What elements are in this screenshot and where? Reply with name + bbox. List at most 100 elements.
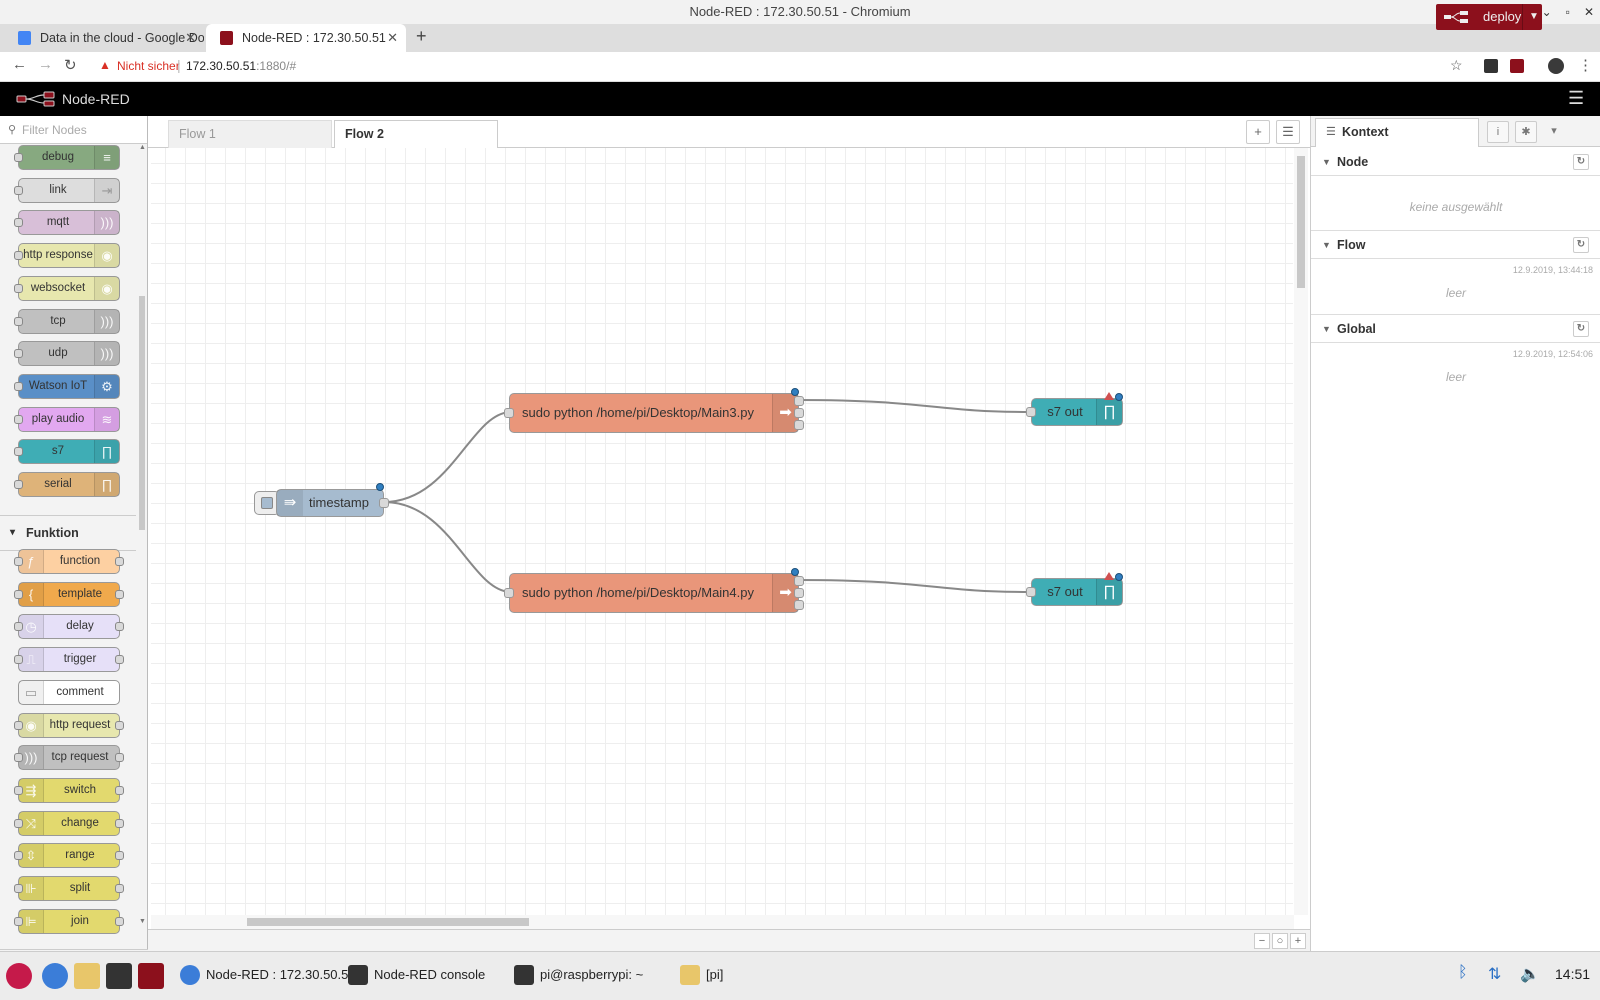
browser-tab-node-red[interactable]: Node-RED : 172.30.50.51 ✕ — [206, 24, 406, 52]
exec-node-main3[interactable]: sudo python /home/pi/Desktop/Main3.py ➡ — [504, 388, 804, 433]
close-tab-icon[interactable]: ✕ — [185, 30, 196, 45]
palette-node-serial[interactable]: serial∏ — [14, 472, 120, 497]
volume-icon[interactable]: 🔈 — [1520, 966, 1540, 983]
input-port[interactable] — [1026, 587, 1036, 597]
deploy-button[interactable]: deploy ▼ — [1436, 4, 1542, 30]
browser-menu-icon[interactable]: ⋮ — [1578, 57, 1593, 74]
zoom-reset-icon[interactable]: ○ — [1272, 933, 1288, 949]
task-terminal[interactable]: pi@raspberrypi: ~ — [514, 960, 643, 990]
exec-node-main4[interactable]: sudo python /home/pi/Desktop/Main4.py ➡ — [504, 568, 804, 613]
close-window-button[interactable]: ✕ — [1583, 5, 1594, 19]
palette-scroll-thumb[interactable] — [139, 296, 145, 530]
terminal-icon[interactable] — [106, 963, 132, 989]
bluetooth-icon[interactable]: ᛒ — [1458, 964, 1468, 981]
new-tab-button[interactable]: + — [416, 26, 427, 46]
horizontal-scroll-thumb[interactable] — [247, 918, 529, 926]
ublock-icon[interactable] — [1510, 59, 1524, 73]
web-browser-icon[interactable] — [42, 963, 68, 989]
input-port[interactable] — [1026, 407, 1036, 417]
zoom-in-icon[interactable]: + — [1290, 933, 1306, 949]
raspberry-menu-icon[interactable] — [6, 963, 32, 989]
palette-node-link[interactable]: link⇥ — [14, 177, 120, 203]
section-header[interactable]: ▼ Global ↻ — [1311, 315, 1600, 343]
palette-node-http-response[interactable]: http response◉ — [14, 243, 120, 269]
profile-avatar[interactable] — [1548, 58, 1564, 74]
section-header[interactable]: ▼ Node ↻ — [1311, 148, 1600, 176]
palette-node-s7[interactable]: s7∏ — [14, 439, 120, 465]
output-port-stderr[interactable] — [794, 408, 804, 418]
flow-canvas[interactable]: ⇛ timestamp sudo python /home/pi/Desktop… — [151, 148, 1293, 915]
palette-node-delay[interactable]: ◷delay — [14, 614, 124, 640]
info-icon[interactable]: i — [1487, 121, 1509, 143]
palette-node-trigger[interactable]: ⎍trigger — [14, 647, 124, 673]
canvas-horizontal-scrollbar[interactable] — [151, 915, 1294, 929]
palette-node-change[interactable]: ⤨change — [14, 810, 124, 836]
palette-node-udp[interactable]: udp))) — [14, 341, 120, 367]
file-manager-icon[interactable] — [74, 963, 100, 989]
extension-icon[interactable] — [1484, 59, 1498, 73]
output-port-stderr[interactable] — [794, 588, 804, 598]
url-field[interactable]: 172.30.50.51:1880/# — [186, 59, 296, 73]
debug-bug-icon[interactable]: ✱ — [1515, 121, 1537, 143]
output-port-rc[interactable] — [794, 600, 804, 610]
scroll-up-icon[interactable]: ▲ — [139, 144, 146, 151]
task-file-manager[interactable]: [pi] — [680, 960, 723, 990]
back-arrow-icon[interactable]: ← — [12, 56, 27, 73]
output-port-stdout[interactable] — [794, 576, 804, 586]
palette-node-split[interactable]: ⊪split — [14, 876, 124, 901]
node-red-launcher-icon[interactable] — [138, 963, 164, 989]
main-menu-icon[interactable]: ☰ — [1568, 88, 1585, 108]
tab-flow-1[interactable]: Flow 1 — [168, 120, 332, 148]
palette-node-tcp[interactable]: tcp))) — [14, 308, 120, 334]
tab-flow-2[interactable]: Flow 2 — [334, 120, 498, 148]
palette-node-play-audio[interactable]: play audio≋ — [14, 406, 120, 432]
inject-node-timestamp[interactable]: ⇛ timestamp — [254, 483, 389, 517]
bookmark-star-icon[interactable]: ☆ — [1450, 57, 1463, 73]
palette-node-http-request[interactable]: ◉http request — [14, 712, 124, 738]
refresh-icon[interactable]: ↻ — [1573, 237, 1589, 253]
palette-node-watson-iot[interactable]: Watson IoT⚙ — [14, 373, 120, 399]
task-node-red-console[interactable]: Node-RED console — [348, 960, 485, 990]
canvas-vertical-scrollbar[interactable] — [1294, 148, 1308, 915]
refresh-icon[interactable]: ↻ — [1573, 321, 1589, 337]
palette-node-switch[interactable]: ⇶switch — [14, 777, 124, 803]
output-port-rc[interactable] — [794, 420, 804, 430]
input-port[interactable] — [504, 408, 514, 418]
forward-arrow-icon[interactable]: → — [38, 56, 53, 73]
s7-out-node-1[interactable]: s7 out ∏ — [1026, 392, 1123, 426]
reload-icon[interactable]: ↻ — [64, 57, 77, 74]
input-port[interactable] — [504, 588, 514, 598]
browser-tab-google-docs[interactable]: Data in the cloud - Google Do ✕ — [4, 24, 204, 52]
palette-node-join[interactable]: ⊫join — [14, 908, 124, 934]
add-flow-button[interactable]: + — [1246, 120, 1270, 144]
security-label[interactable]: Nicht sicher — [117, 59, 180, 73]
palette-node-mqtt[interactable]: mqtt))) — [14, 210, 120, 236]
output-port[interactable] — [379, 498, 389, 508]
filter-nodes-input[interactable]: ⚲ Filter Nodes — [0, 116, 147, 144]
task-node-red-browser[interactable]: Node-RED : 172.30.50.5... — [180, 960, 359, 990]
sidebar-menu-caret-icon[interactable]: ▾ — [1551, 125, 1557, 137]
palette-scrollbar[interactable]: ▲ ▼ — [138, 144, 146, 926]
section-header[interactable]: ▼ Flow ↻ — [1311, 231, 1600, 259]
palette-node-comment[interactable]: ▭comment — [18, 679, 120, 705]
palette-node-range[interactable]: ⇳range — [14, 843, 124, 869]
refresh-icon[interactable]: ↻ — [1573, 154, 1589, 170]
tab-kontext[interactable]: ☰ Kontext — [1315, 118, 1479, 147]
deploy-menu-caret-icon[interactable]: ▼ — [1522, 4, 1539, 30]
s7-out-node-2[interactable]: s7 out ∏ — [1026, 572, 1123, 606]
network-icon[interactable]: ⇅ — [1488, 966, 1502, 983]
palette-category-funktion[interactable]: ▾ Funktion — [0, 515, 136, 551]
vertical-scroll-thumb[interactable] — [1297, 156, 1305, 288]
palette-node-template[interactable]: {template — [14, 581, 124, 607]
minimize-button[interactable]: ⌄ — [1541, 5, 1552, 19]
zoom-out-icon[interactable]: − — [1254, 933, 1270, 949]
inject-node-body[interactable]: ⇛ timestamp — [276, 483, 389, 517]
palette-node-debug[interactable]: debug≡ — [14, 145, 120, 170]
palette-node-tcp-request[interactable]: )))tcp request — [14, 745, 124, 771]
scroll-down-icon[interactable]: ▼ — [139, 918, 146, 925]
close-tab-icon[interactable]: ✕ — [387, 30, 398, 45]
list-flows-button[interactable]: ☰ — [1276, 120, 1300, 144]
palette-node-websocket[interactable]: websocket◉ — [14, 275, 120, 301]
maximize-button[interactable]: ▫ — [1565, 5, 1570, 19]
output-port-stdout[interactable] — [794, 396, 804, 406]
